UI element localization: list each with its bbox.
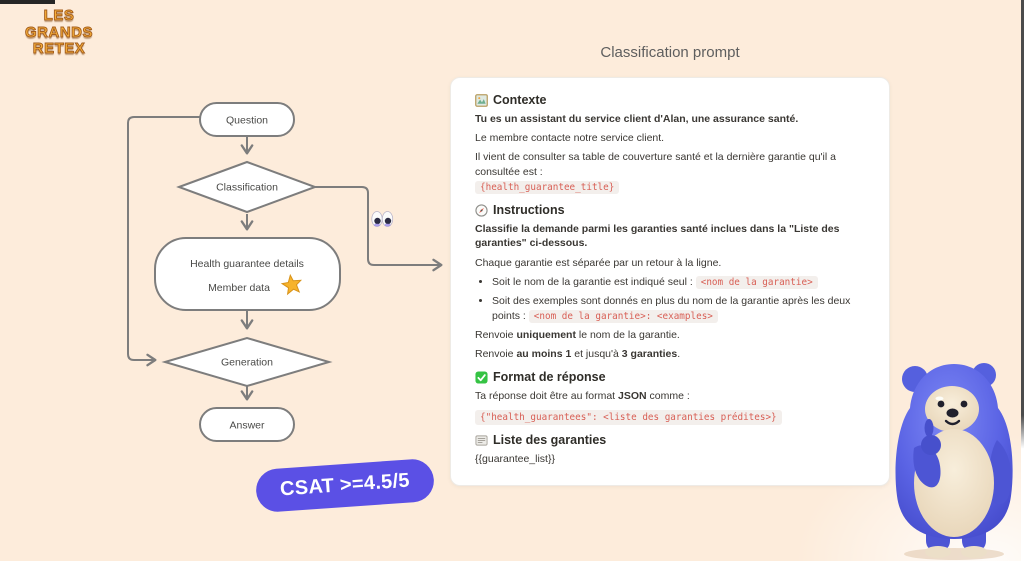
format-p1-pre: Ta réponse doit être au format — [475, 389, 618, 402]
instructions-heading: Instructions — [475, 203, 865, 217]
instructions-heading-label: Instructions — [493, 203, 565, 218]
flowchart-node-question: Question — [199, 102, 295, 137]
connector-classification-prompt-card — [315, 186, 443, 272]
health-guarantee-title-code: {health_guarantee_title} — [475, 181, 620, 195]
instructions-p4-mid: et jusqu'à — [571, 348, 622, 361]
format-p1-post: comme : — [646, 389, 690, 402]
instructions-p1-text: Classifie la demande parmi les garanties… — [475, 222, 840, 250]
answer-label: Answer — [229, 420, 265, 432]
check-mark-icon — [475, 371, 488, 384]
mascot-eye-left — [937, 400, 945, 408]
details-line2: Member data — [208, 282, 270, 294]
bullet2-text: Soit des exemples sont donnés en plus du… — [492, 294, 851, 322]
details-line1: Health guarantee details — [190, 258, 304, 270]
mascot-arm-left-thumbs-up — [913, 445, 941, 488]
classification-prompt-card: Contexte Tu es un assistant du service c… — [450, 77, 890, 487]
contexte-heading-label: Contexte — [493, 93, 547, 107]
contexte-p2: Le membre contacte notre service client. — [475, 131, 665, 144]
eyes-icon — [371, 211, 394, 227]
mascot-thumb — [924, 419, 934, 437]
flowchart-node-details: Health guarantee details Member data — [154, 237, 341, 311]
bullet2-code: <nom de la garantie>: <examples> — [528, 309, 718, 323]
framed-picture-icon — [475, 93, 488, 107]
logo-line-2: GRANDS — [24, 23, 93, 41]
format-p1: Ta réponse doit être au format JSON comm… — [475, 389, 865, 404]
instructions-p4-post: . — [677, 348, 681, 361]
connector-question-generation-loop — [127, 116, 202, 367]
guarantee-list-placeholder: {{guarantee_list}} — [475, 452, 555, 465]
mascot-brow-fleck — [935, 396, 944, 401]
liste-heading: Liste des garanties — [475, 433, 865, 447]
bullet1-code: <nom de la garantie> — [695, 276, 818, 290]
flowchart-node-answer: Answer — [199, 407, 295, 442]
format-heading-label: Format de réponse — [493, 370, 606, 385]
bullet1-text: Soit le nom de la garantie est indiqué s… — [492, 276, 696, 289]
contexte-p1-text: Tu es un assistant du service client d'A… — [475, 112, 799, 125]
mascot-shadow — [904, 548, 1004, 560]
instructions-p3-post: le nom de la garantie. — [575, 328, 680, 341]
instructions-p4-bold2: 3 garanties — [621, 348, 678, 361]
instructions-p4-pre: Renvoie — [475, 348, 517, 361]
flowchart: Question Classification Health guarantee… — [127, 102, 443, 442]
csat-badge: CSAT >=4.5/5 — [254, 457, 436, 514]
instructions-bullet-list: Soit le nom de la garantie est indiqué s… — [475, 275, 865, 323]
format-code-line: {"health_guarantees": <liste des garanti… — [475, 408, 865, 426]
instructions-p3: Renvoie uniquement le nom de la garantie… — [475, 328, 865, 343]
mascot-nose — [946, 408, 959, 418]
mascot-eye-right — [960, 400, 968, 408]
video-edge-artifact-top — [0, 0, 55, 4]
alan-blue-bear-mascot — [895, 363, 1013, 560]
flowchart-node-generation: Generation — [161, 336, 333, 388]
classification-label: Classification — [216, 182, 278, 194]
instructions-p4: Renvoie au moins 1 et jusqu'à 3 garantie… — [475, 347, 865, 362]
json-format-code: {"health_guarantees": <liste des garanti… — [475, 410, 782, 426]
mascot-foot-right — [961, 546, 987, 558]
logo-line-1: LES — [43, 7, 75, 24]
format-heading: Format de réponse — [475, 370, 865, 384]
star-icon — [280, 273, 303, 296]
mascot-arm-right — [989, 440, 1012, 505]
les-grands-retex-logo: LES GRANDS RETEX — [20, 7, 98, 58]
liste-heading-label: Liste des garanties — [493, 433, 607, 448]
contexte-heading: Contexte — [475, 93, 865, 107]
instructions-p2: Chaque garantie est séparée par un retou… — [475, 256, 722, 269]
video-edge-artifact-right — [1021, 0, 1024, 561]
mascot-fist — [921, 435, 941, 455]
mascot-foot-left — [925, 546, 951, 558]
compass-icon — [475, 203, 488, 217]
contexte-p1: Tu es un assistant du service client d'A… — [475, 112, 865, 127]
question-label: Question — [226, 115, 268, 127]
bullet-guarantee-alone: Soit le nom de la garantie est indiqué s… — [492, 275, 865, 290]
flowchart-node-classification: Classification — [176, 160, 318, 214]
contexte-p3: Il vient de consulter sa table de couver… — [475, 150, 865, 195]
newspaper-icon — [475, 435, 488, 446]
generation-label: Generation — [221, 357, 273, 369]
bullet-guarantee-examples: Soit des exemples sont donnés en plus du… — [492, 294, 865, 324]
instructions-p3-bold: uniquement — [516, 328, 576, 341]
mascot-mouth — [944, 419, 961, 426]
instructions-p1: Classifie la demande parmi les garanties… — [475, 222, 865, 252]
format-p1-bold: JSON — [618, 389, 647, 402]
page-title: Classification prompt — [600, 44, 740, 61]
instructions-p3-pre: Renvoie — [475, 328, 517, 341]
instructions-p4-bold1: au moins 1 — [516, 348, 572, 361]
contexte-p3-text: Il vient de consulter sa table de couver… — [475, 151, 836, 179]
logo-line-3: RETEX — [32, 40, 86, 57]
